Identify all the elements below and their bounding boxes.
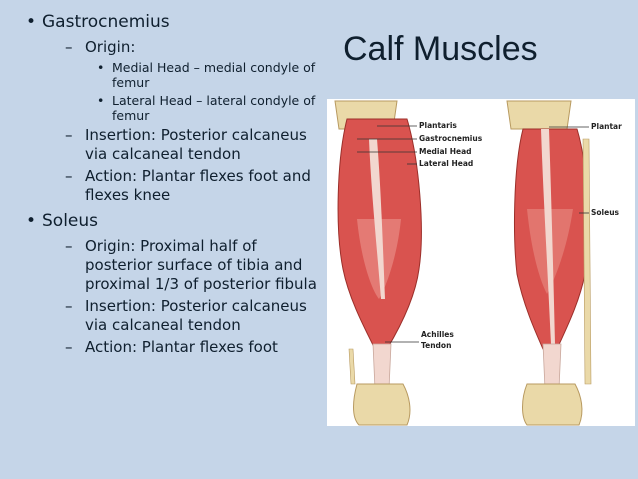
bullet-dot-icon: •: [97, 93, 105, 108]
bullet-text: Gastrocnemius: [42, 12, 170, 32]
bullet-list: • Gastrocnemius – Origin: • Medial Head …: [22, 12, 322, 360]
label-achilles-line1: Achilles: [421, 330, 454, 339]
slide-title: Calf Muscles: [343, 30, 538, 68]
plantaris-tendon-right: [541, 129, 555, 344]
label-achilles-line2: Tendon: [421, 341, 451, 350]
label-plantar: Plantar: [591, 122, 622, 131]
bullet-gastrocnemius: • Gastrocnemius: [22, 12, 322, 33]
calf-anatomy-svg: Plantaris Gastrocnemius Medial Head Late…: [334, 100, 622, 426]
dash-icon: –: [65, 297, 73, 315]
sub-bullet-insertion: – Insertion: Posterior calcaneus via cal…: [22, 297, 322, 335]
dash-icon: –: [65, 126, 73, 144]
plantaris-tendon-left: [369, 139, 385, 299]
label-medial-head: Medial Head: [419, 147, 472, 156]
left-leg-drawing: [334, 100, 422, 426]
bullet-dot-icon: •: [26, 211, 37, 231]
dash-icon: –: [65, 38, 73, 56]
bullet-text: Soleus: [42, 211, 99, 231]
label-plantaris: Plantaris: [419, 121, 457, 130]
achilles-tendon-right: [542, 343, 562, 390]
sub-sub-bullet-lateral-head: • Lateral Head – lateral condyle of femu…: [22, 93, 322, 123]
fibula-left: [348, 348, 356, 385]
sub-bullet-text: Action: Plantar flexes foot: [85, 338, 278, 356]
label-gastrocnemius: Gastrocnemius: [419, 134, 483, 143]
sub-bullet-text: Origin: Proximal half of posterior surfa…: [85, 237, 317, 293]
dash-icon: –: [65, 338, 73, 356]
sub-bullet-origin: – Origin:: [22, 38, 322, 57]
dash-icon: –: [65, 237, 73, 255]
dash-icon: –: [65, 167, 73, 185]
sub-bullet-text: Insertion: Posterior calcaneus via calca…: [85, 297, 307, 334]
achilles-tendon-left: [372, 343, 392, 390]
sub-bullet-action: – Action: Plantar flexes foot and flexes…: [22, 167, 322, 205]
foot-bones-right: [522, 383, 583, 426]
sub-bullet-insertion: – Insertion: Posterior calcaneus via cal…: [22, 126, 322, 164]
sub-sub-bullet-text: Lateral Head – lateral condyle of femur: [112, 93, 316, 123]
right-leg-drawing: [506, 100, 592, 426]
foot-bones-left: [353, 383, 411, 426]
label-soleus: Soleus: [591, 208, 620, 217]
sub-bullet-text: Origin:: [85, 38, 136, 56]
label-leader-lines: [357, 125, 589, 343]
sub-bullet-action: – Action: Plantar flexes foot: [22, 338, 322, 357]
label-lateral-head: Lateral Head: [419, 159, 473, 168]
sub-sub-bullet-medial-head: • Medial Head – medial condyle of femur: [22, 60, 322, 90]
bullet-dot-icon: •: [97, 60, 105, 75]
bullet-dot-icon: •: [26, 12, 37, 32]
sub-bullet-text: Insertion: Posterior calcaneus via calca…: [85, 126, 307, 163]
calf-muscle-illustration: Plantaris Gastrocnemius Medial Head Late…: [327, 99, 635, 426]
bullet-soleus: • Soleus: [22, 211, 322, 232]
sub-bullet-origin: – Origin: Proximal half of posterior sur…: [22, 237, 322, 294]
femur-condyle-right: [506, 100, 572, 130]
sub-sub-bullet-text: Medial Head – medial condyle of femur: [112, 60, 316, 90]
sub-bullet-text: Action: Plantar flexes foot and flexes k…: [85, 167, 311, 204]
fibula-right: [582, 138, 592, 385]
